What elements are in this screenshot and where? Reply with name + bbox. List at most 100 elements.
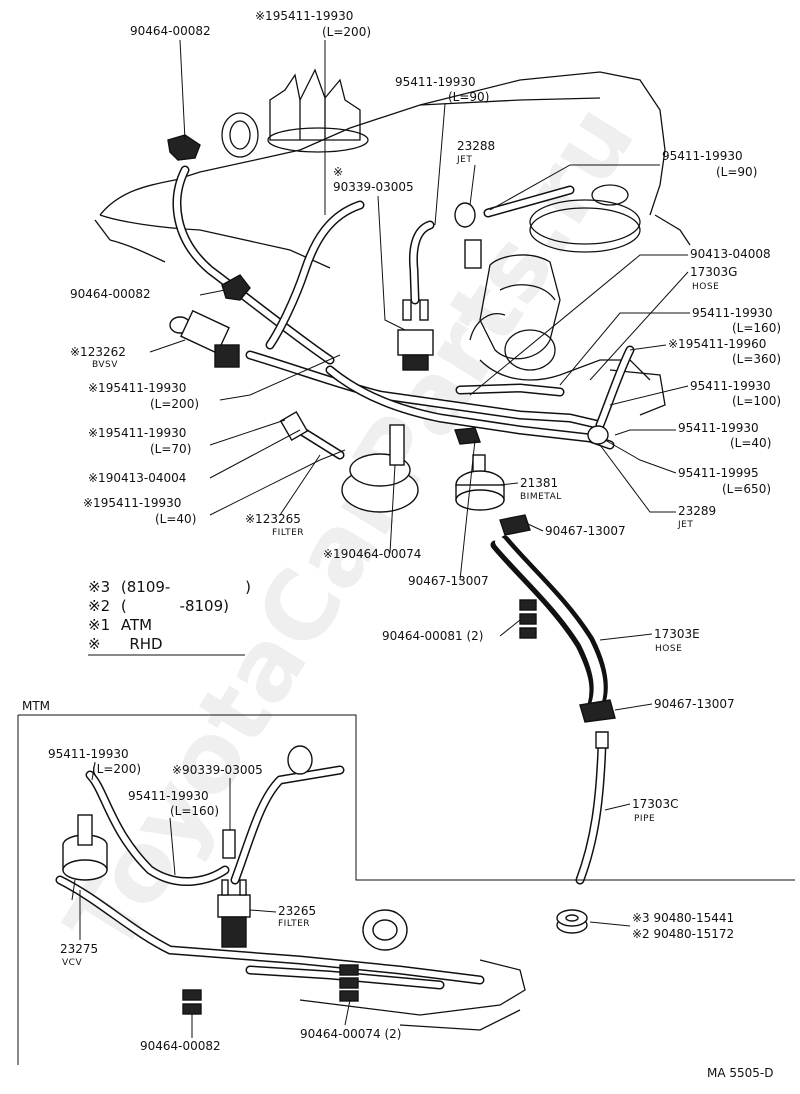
part-label-p18: (L=360) [732, 352, 781, 366]
part-label-p40: 90467-13007 [654, 697, 735, 711]
legend: ※3 (8109- ) ※2 ( -8109) ※1 ATM ※ RHD [88, 578, 251, 656]
clip-90464-00082-inset [182, 989, 202, 1015]
legend-row-1: ※3 (8109- ) [88, 578, 251, 596]
part-label-i1: 95411-19930 [48, 747, 129, 761]
clip-90464-00081 [519, 599, 537, 639]
part-label-p4: 95411-19930 [395, 75, 476, 89]
part-label-s7: HOSE [655, 644, 682, 654]
part-label-p30: 21381 [520, 476, 558, 490]
part-label-p7: 95411-19930 [662, 149, 743, 163]
part-label-i9: 90464-00082 [140, 1039, 221, 1053]
part-label-p37: 90467-13007 [408, 574, 489, 588]
bvsv-23262 [169, 309, 240, 368]
part-label-s8: PIPE [634, 814, 655, 824]
grommet-90480 [556, 909, 588, 934]
filter-23265-inset [217, 829, 251, 948]
part-label-p16: ※123262 [70, 345, 126, 359]
part-label-p44: MA 5505-D [707, 1066, 774, 1080]
clip-90464-00082-top [167, 134, 201, 161]
part-label-p27: ※190413-04004 [88, 471, 186, 485]
inset-sub-labels: FILTER VCV [62, 919, 310, 968]
jet-23288 [454, 202, 482, 269]
hose-routing [172, 165, 635, 885]
parts-main [167, 134, 616, 934]
part-label-p13: 90464-00082 [70, 287, 151, 301]
part-label-s5: JET [677, 520, 693, 530]
part-label-s2: HOSE [692, 282, 719, 292]
legend-tail: ) [245, 578, 251, 596]
legend-text: ( [121, 597, 127, 615]
part-label-p9: ※ [333, 165, 343, 179]
part-label-p31: ※195411-19930 [83, 496, 181, 510]
legend-mark: ※1 [88, 616, 110, 634]
part-label-p5: (L=90) [448, 90, 489, 104]
part-label-p19: ※195411-19930 [88, 381, 186, 395]
filter-23265 [279, 411, 309, 441]
part-label-i2: (L=200) [92, 762, 141, 776]
part-label-p3: (L=200) [322, 25, 371, 39]
part-label-s6: FILTER [272, 528, 304, 538]
clip-90467-13007-b [454, 427, 481, 445]
part-label-p23: ※195411-19930 [88, 426, 186, 440]
part-label-s3: BVSV [92, 360, 118, 370]
legend-text: (8109- [121, 578, 170, 596]
part-label-p38: 90464-00081 (2) [382, 629, 484, 643]
part-label-p25: 95411-19930 [678, 421, 759, 435]
legend-mark: ※2 [88, 597, 110, 615]
part-sub-labels: JET HOSE BVSV BIMETAL JET FILTER HOSE PIPE [92, 155, 719, 824]
part-label-i6: 23265 [278, 904, 316, 918]
legend-row-4: ※ RHD [88, 635, 163, 653]
part-label-p42: ※3 90480-15441 [632, 911, 734, 925]
leader-lines [149, 39, 690, 927]
diaphragm [341, 424, 419, 513]
part-label-p22: (L=100) [732, 394, 781, 408]
part-label-p36: ※190464-00074 [323, 547, 421, 561]
part-label-p34: ※123265 [245, 512, 301, 526]
part-label-p1: 90464-00082 [130, 24, 211, 38]
part-label-p15: (L=160) [732, 321, 781, 335]
part-label-p32: (L=40) [155, 512, 196, 526]
part-label-p12: 17303G [690, 265, 737, 279]
jet-23289 [587, 425, 609, 445]
part-label-p24: (L=70) [150, 442, 191, 456]
legend-row-2: ※2 ( -8109) [88, 597, 229, 615]
part-label-p41: 17303C [632, 797, 679, 811]
part-label-s1: JET [456, 155, 472, 165]
part-label-p11: 90413-04008 [690, 247, 771, 261]
part-label-p28: 95411-19995 [678, 466, 759, 480]
part-label-p2: ※195411-19930 [255, 9, 353, 23]
part-label-p8: (L=90) [716, 165, 757, 179]
part-label-s4: BIMETAL [520, 492, 562, 502]
part-label-is1: FILTER [278, 919, 310, 929]
inset-mtm [17, 714, 795, 1065]
legend-text: RHD [129, 635, 162, 653]
part-label-p10: 90339-03005 [333, 180, 414, 194]
pipe-top [595, 731, 609, 749]
part-label-i4: 95411-19930 [128, 789, 209, 803]
inset-labels: 95411-19930(L=200)※90339-0300595411-1993… [48, 747, 402, 1053]
part-label-p26: (L=40) [730, 436, 771, 450]
part-label-i5: (L=160) [170, 804, 219, 818]
bimetal-21381 [455, 454, 505, 511]
vcv-23275 [62, 814, 108, 901]
part-label-i7: 23275 [60, 942, 98, 956]
legend-mark: ※ [88, 635, 101, 653]
legend-row-3: ※1 ATM [88, 616, 152, 634]
legend-mark: ※3 [88, 578, 110, 596]
part-label-p6: 23288 [457, 139, 495, 153]
part-label-p14: 95411-19930 [692, 306, 773, 320]
part-label-i3: ※90339-03005 [172, 763, 263, 777]
part-label-p33: 23289 [678, 504, 716, 518]
vsv-90339-03005 [397, 299, 434, 371]
part-label-p43: ※2 90480-15172 [632, 927, 734, 941]
part-label-p39: 17303E [654, 627, 700, 641]
part-label-is2: VCV [62, 958, 82, 968]
part-labels: 90464-00082※195411-19930(L=200)95411-199… [70, 9, 781, 1080]
clip-90464-00082-left [221, 274, 251, 301]
part-label-i8: 90464-00074 (2) [300, 1027, 402, 1041]
part-label-p20: (L=200) [150, 397, 199, 411]
part-label-p17: ※195411-19960 [668, 337, 766, 351]
inset-title: MTM [22, 699, 50, 713]
clip-90467-13007-a [499, 514, 531, 536]
